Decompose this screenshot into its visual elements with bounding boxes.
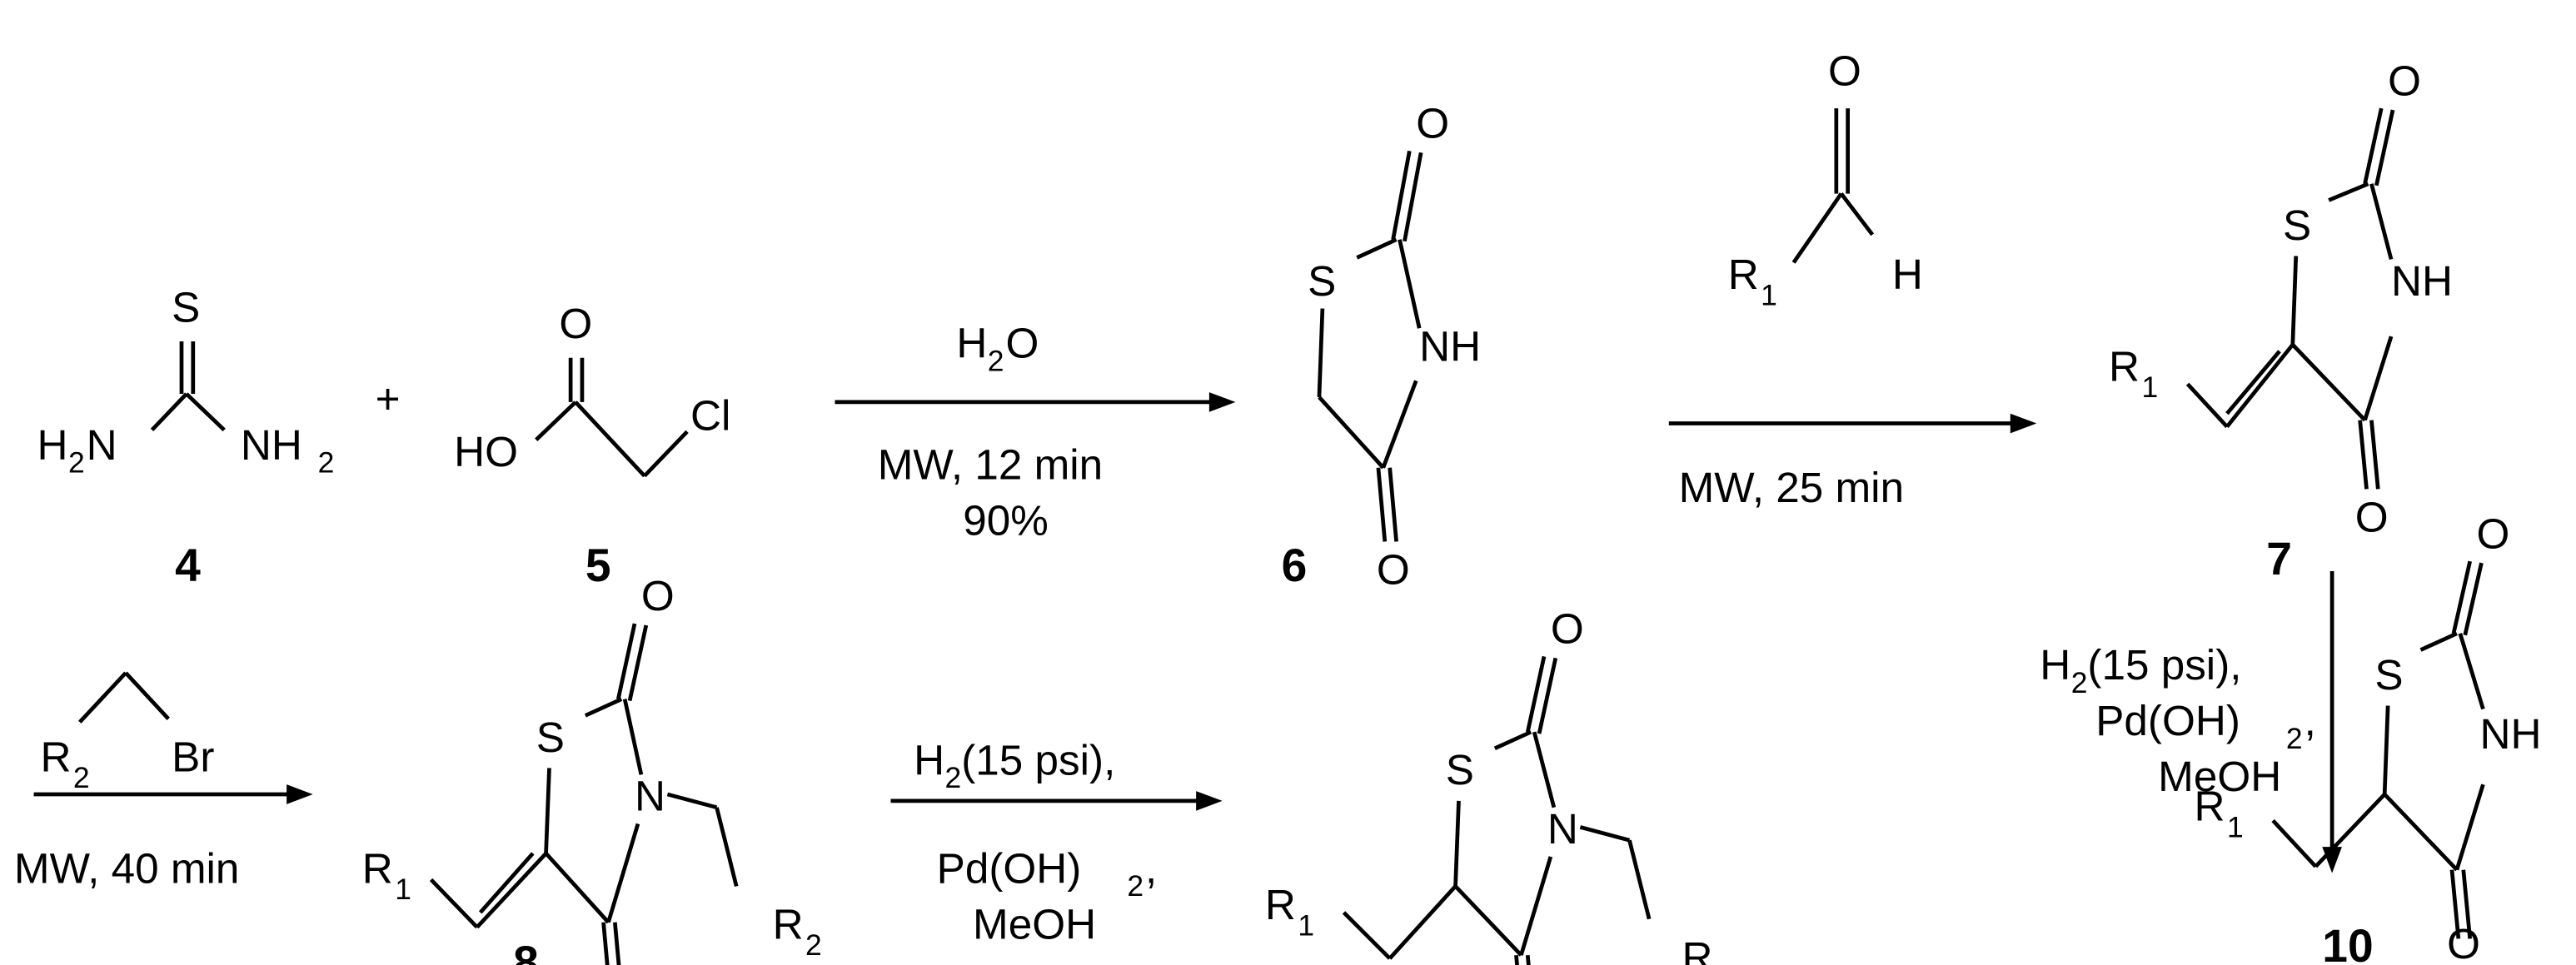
condition-yield: 90% — [963, 497, 1049, 545]
atom-r1-sub: 1 — [395, 873, 411, 906]
reagent-pd-b: , — [1145, 844, 1157, 892]
reagent-h2-rest: (15 psi), — [961, 736, 1115, 783]
compound-6-tzd: O S NH O 6 — [1282, 100, 1482, 594]
compound-9: O S N R 2 R 1 9 — [1265, 605, 1731, 965]
atom-r1-sub: 1 — [2227, 810, 2244, 843]
atom-r1-sub: 1 — [1298, 909, 1314, 943]
atom-nh: NH — [2480, 710, 2542, 758]
condition-mw-12: MW, 12 min — [878, 441, 1103, 489]
compound-label-7: 7 — [2266, 533, 2292, 584]
atom-r1: R — [1265, 881, 1296, 928]
reagent-h2-sub: 2 — [2071, 666, 2088, 699]
reagent-meoh: MeOH — [2158, 753, 2281, 800]
atom-h2n-n: N — [87, 421, 117, 469]
step-2-arrow: O R 1 H MW, 25 min — [1668, 47, 2037, 511]
atom-cl: Cl — [690, 391, 730, 439]
compound-7: O S NH O R 1 7 — [2109, 57, 2453, 584]
atom-o-top: O — [1551, 605, 1584, 653]
atom-o-bottom: O — [2447, 920, 2480, 965]
atom-s: S — [1446, 746, 1474, 793]
atom-h2n-h: H — [37, 421, 68, 469]
atom-nh: NH — [2391, 257, 2453, 305]
atom-n: N — [635, 773, 665, 820]
compound-label-10: 10 — [2322, 920, 2373, 965]
atom-r2-sub: 2 — [805, 928, 822, 962]
atom-r2: R — [1682, 933, 1713, 965]
reagent-meoh: MeOH — [973, 900, 1096, 948]
atom-s: S — [172, 283, 200, 331]
compound-label-4: 4 — [175, 540, 201, 591]
reagent-h2o-sub: 2 — [988, 344, 1004, 377]
atom-nh: NH — [1419, 323, 1481, 371]
reagent-pd-sub: 2 — [1127, 869, 1144, 903]
reagent-aldehyde-r-sub: 1 — [1761, 279, 1777, 312]
atom-r1: R — [362, 844, 393, 892]
reagent-bromide-br: Br — [172, 733, 214, 780]
atom-s: S — [1308, 257, 1336, 305]
compound-label-6: 6 — [1282, 540, 1308, 591]
compound-label-8: 8 — [513, 937, 539, 965]
atom-nh2: NH — [241, 421, 302, 469]
atom-ho: HO — [454, 428, 518, 475]
atom-n: N — [1547, 805, 1578, 853]
reagent-h2o-o: O — [1005, 320, 1039, 367]
atom-o-bottom: O — [1377, 546, 1410, 594]
reagent-aldehyde-o: O — [1828, 47, 1861, 94]
step-4-arrow: H 2 (15 psi), Pd(OH) 2 , MeOH — [890, 736, 1223, 948]
reagent-h2-h: H — [2040, 641, 2070, 689]
atom-r2-sub: 2 — [1715, 962, 1731, 965]
condition-mw-25: MW, 25 min — [1679, 464, 1904, 511]
reagent-h2-rest: (15 psi), — [2087, 641, 2241, 689]
atom-o-top: O — [2388, 57, 2421, 104]
reagent-h2-h: H — [914, 736, 944, 783]
atom-o-top: O — [2477, 510, 2510, 557]
compound-4-thiourea: S H 2 N NH 2 4 — [37, 283, 335, 590]
atom-s: S — [2374, 651, 2403, 699]
reagent-pd-a: Pd(OH) — [2095, 697, 2240, 744]
compound-8: O S N R 2 R 1 8 — [362, 572, 822, 965]
atom-r1-sub: 1 — [2141, 371, 2158, 404]
condition-mw-40: MW, 40 min — [14, 844, 239, 892]
atom-nh2-sub: 2 — [318, 446, 335, 480]
step-3-arrow: R 2 Br MW, 40 min — [14, 671, 313, 892]
reagent-aldehyde-h: H — [1892, 251, 1923, 298]
atom-o-bottom: O — [2355, 494, 2389, 541]
compound-10: O S NH O R 1 10 — [2195, 510, 2542, 965]
reagent-h2-sub: 2 — [945, 761, 962, 794]
reagent-pd-b: , — [2304, 697, 2316, 744]
atom-o: O — [559, 300, 592, 347]
reagent-pd-sub: 2 — [2286, 722, 2303, 755]
reagent-aldehyde-r: R — [1728, 251, 1759, 298]
atom-o-top: O — [641, 572, 675, 619]
reagent-pd-a: Pd(OH) — [937, 844, 1082, 892]
compound-5-chloroacetic-acid: O HO Cl 5 — [454, 300, 730, 591]
reagent-bromide-r: R — [40, 733, 71, 780]
reagent-bromide-r-sub: 2 — [73, 761, 90, 794]
atom-r2: R — [773, 900, 804, 948]
atom-h2n-sub: 2 — [68, 446, 85, 480]
atom-r1: R — [2109, 342, 2140, 390]
step-5-arrow: H 2 (15 psi), Pd(OH) 2 , MeOH — [2040, 570, 2342, 873]
plus-sign: + — [376, 376, 401, 423]
reagent-h2o-h: H — [956, 320, 987, 367]
step-1-arrow: H 2 O MW, 12 min 90% — [835, 320, 1236, 545]
atom-o-top: O — [1416, 100, 1449, 147]
atom-s: S — [536, 714, 565, 761]
atom-s: S — [2283, 201, 2311, 249]
atom-r1: R — [2195, 783, 2225, 830]
compound-label-5: 5 — [585, 540, 611, 591]
